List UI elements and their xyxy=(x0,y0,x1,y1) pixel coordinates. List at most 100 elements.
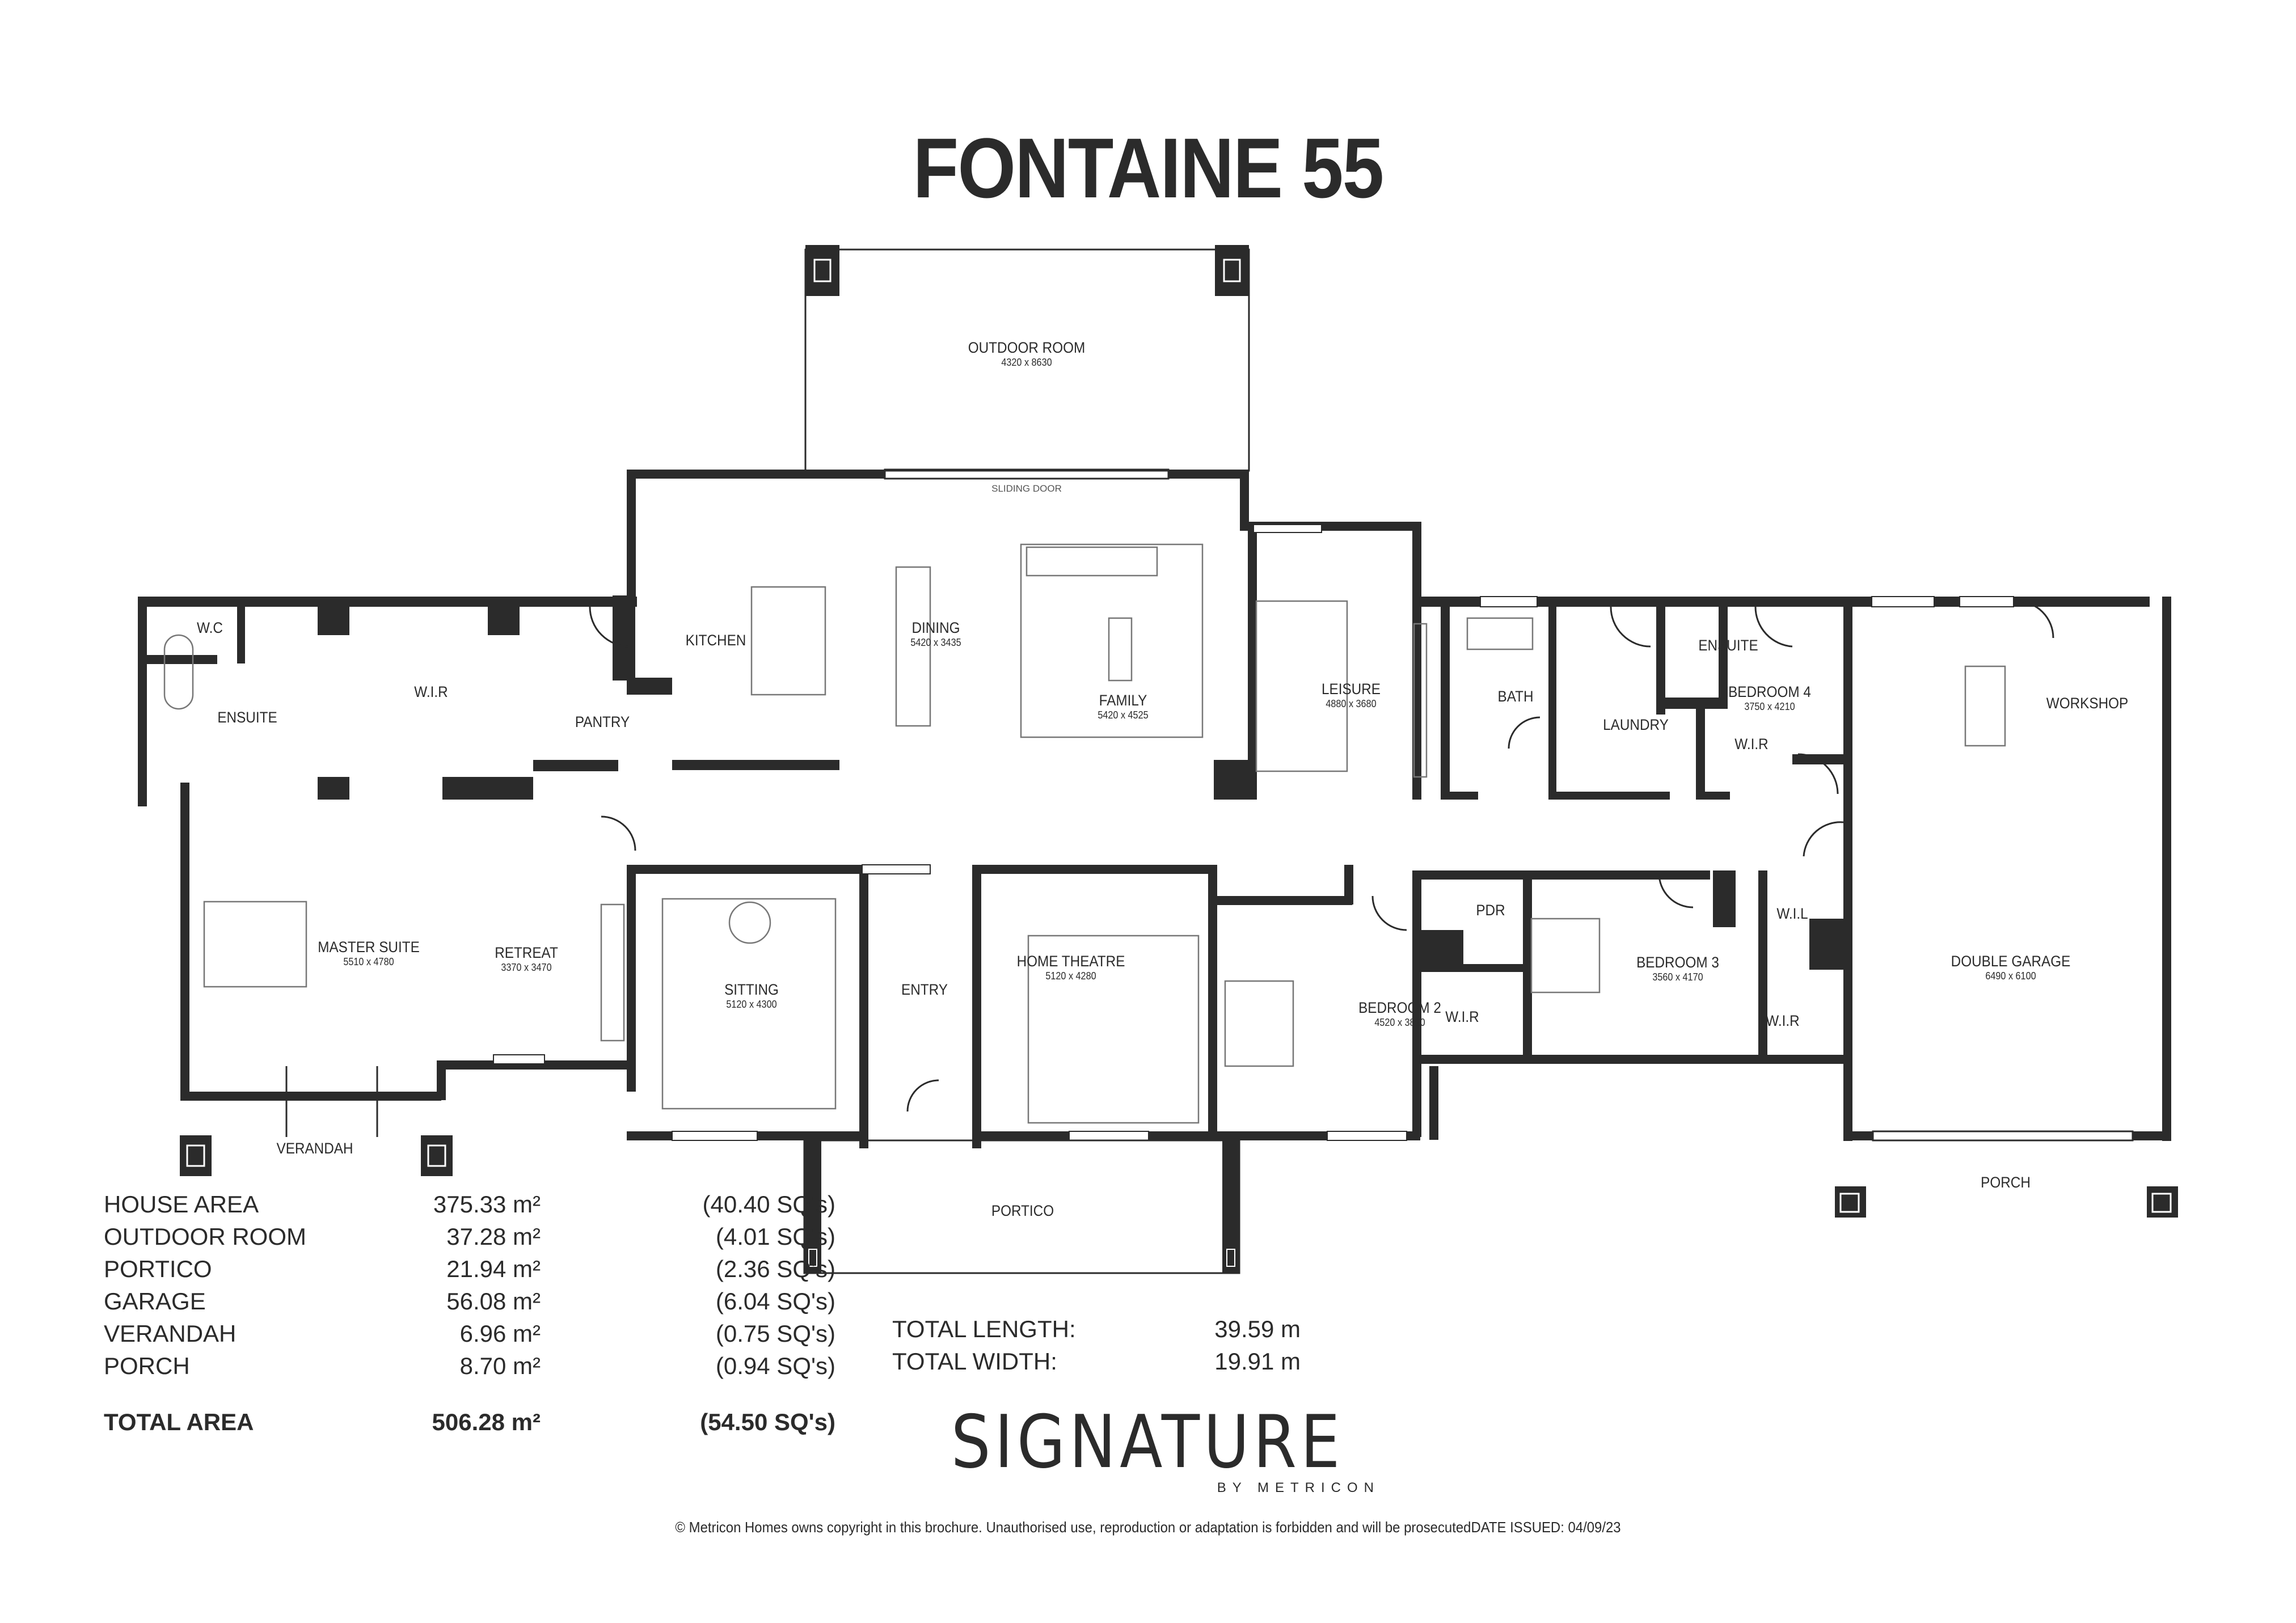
room-name: BATH xyxy=(1497,688,1534,705)
room-name: LEISURE xyxy=(1322,681,1381,698)
columns xyxy=(180,1135,2178,1274)
family-ottoman xyxy=(1108,617,1133,682)
room-name: W.C xyxy=(197,619,223,636)
area-label: HOUSE AREA xyxy=(104,1191,259,1218)
room-label-porch: PORCH xyxy=(1978,1174,2033,1191)
room-name: PORCH xyxy=(1981,1174,2031,1191)
room-name: PORTICO xyxy=(991,1202,1054,1219)
bath-tub xyxy=(1466,617,1534,650)
plan-title: FONTAINE 55 xyxy=(913,120,1385,215)
area-total-m2: 506.28 m² xyxy=(432,1409,541,1435)
room-label-portico: PORTICO xyxy=(988,1202,1058,1220)
room-dimensions: 5120 x 4280 xyxy=(1045,970,1096,982)
room-name: VERANDAH xyxy=(276,1140,353,1157)
kitchen-island xyxy=(750,586,826,696)
room-name: SITTING xyxy=(724,981,779,998)
bed4 xyxy=(1964,665,2006,747)
room-name: BEDROOM 4 xyxy=(1728,683,1811,700)
room-name: KITCHEN xyxy=(685,632,746,649)
area-m2: 21.94 m² xyxy=(446,1256,541,1282)
room-label-workshop: WORKSHOP xyxy=(2042,695,2133,712)
room-label-entry: ENTRY xyxy=(898,981,950,999)
room-name: HOME THEATRE xyxy=(1016,953,1125,970)
room-dimensions: 6490 x 6100 xyxy=(1985,970,2036,982)
area-m2: 375.33 m² xyxy=(433,1191,541,1218)
outdoor-room-outline xyxy=(804,248,1250,472)
furniture xyxy=(163,543,2006,1124)
dining-table xyxy=(895,566,931,727)
sitting-rug xyxy=(661,898,837,1110)
copyright-notice: © Metricon Homes owns copyright in this … xyxy=(675,1519,1471,1536)
area-m2: 37.28 m² xyxy=(446,1223,541,1250)
brand-logo: SIGNATURE BY METRICON xyxy=(915,1400,1380,1496)
room-label-wir-bed3: W.I.R xyxy=(1764,1012,1801,1030)
area-squares: (4.01 SQ's) xyxy=(715,1223,835,1250)
room-name: DINING xyxy=(911,619,960,636)
bed3 xyxy=(1530,918,1601,994)
area-squares: (40.40 SQ's) xyxy=(702,1191,835,1218)
room-name: ENSUITE xyxy=(1698,637,1758,654)
area-m2: 6.96 m² xyxy=(459,1320,541,1347)
area-squares: (0.75 SQ's) xyxy=(715,1320,835,1347)
total-width-row: TOTAL WIDTH: 19.91 m xyxy=(892,1348,1301,1380)
overall-dimensions: TOTAL LENGTH: 39.59 m TOTAL WIDTH: 19.91… xyxy=(892,1316,1301,1380)
room-dimensions: 5420 x 3435 xyxy=(910,637,961,649)
room-dimensions: 4320 x 8630 xyxy=(1001,357,1052,369)
windows xyxy=(493,524,2014,1141)
room-name: OUTDOOR ROOM xyxy=(968,339,1086,356)
room-name: MASTER SUITE xyxy=(318,939,420,956)
room-dimensions: 3370 x 3470 xyxy=(501,962,552,974)
brand-wordmark: SIGNATURE xyxy=(951,1400,1344,1485)
room-label-verandah: VERANDAH xyxy=(272,1140,357,1157)
bathtub xyxy=(163,634,194,710)
room-label-laundry: LAUNDRY xyxy=(1599,716,1673,734)
room-name: W.I.R xyxy=(1766,1012,1800,1029)
room-label-ensuite-master: ENSUITE xyxy=(214,709,280,726)
room-name: BEDROOM 2 xyxy=(1358,999,1441,1016)
room-name: RETREAT xyxy=(495,944,558,961)
room-name: ENTRY xyxy=(901,981,948,998)
area-label: PORCH xyxy=(104,1352,190,1379)
room-name: ENSUITE xyxy=(217,709,277,726)
room-dimensions: 4880 x 3680 xyxy=(1326,698,1377,710)
room-name: PANTRY xyxy=(575,713,630,730)
room-dimensions: 5120 x 4300 xyxy=(726,999,777,1011)
leisure-tv-unit xyxy=(1413,623,1428,778)
room-label-pdr: PDR xyxy=(1474,902,1506,919)
room-name: W.I.R xyxy=(1445,1008,1479,1025)
brand-byline: BY METRICON xyxy=(1217,1480,1380,1495)
sitting-table xyxy=(728,901,771,944)
outdoor-room-posts xyxy=(805,245,1249,296)
room-name: WORKSHOP xyxy=(2046,695,2129,712)
walls xyxy=(138,468,2171,1148)
room-label-wir-bed2: W.I.R xyxy=(1444,1008,1481,1026)
door-swings xyxy=(285,600,2054,1137)
area-squares: (2.36 SQ's) xyxy=(715,1256,835,1282)
area-total-label: TOTAL AREA xyxy=(104,1409,254,1435)
theatre-rug xyxy=(1027,935,1200,1124)
date-issued: DATE ISSUED: 04/09/23 xyxy=(1471,1519,1621,1536)
area-label: GARAGE xyxy=(104,1288,206,1315)
area-squares: (6.04 SQ's) xyxy=(715,1288,835,1315)
room-dimensions: 4520 x 3890 xyxy=(1374,1017,1425,1029)
master-bed xyxy=(203,901,307,988)
area-label: VERANDAH xyxy=(104,1320,237,1347)
leisure-sofa xyxy=(1255,600,1348,772)
room-name: DOUBLE GARAGE xyxy=(1951,953,2071,970)
room-name: W.I.R xyxy=(1734,736,1769,753)
area-m2: 8.70 m² xyxy=(459,1352,541,1379)
family-sofa xyxy=(1025,546,1158,577)
room-name: LAUNDRY xyxy=(1603,716,1669,733)
room-name: FAMILY xyxy=(1099,692,1147,709)
bed2 xyxy=(1224,980,1294,1067)
room-label-wir-master: W.I.R xyxy=(412,683,450,701)
total-length-label: TOTAL LENGTH: xyxy=(892,1316,1076,1342)
